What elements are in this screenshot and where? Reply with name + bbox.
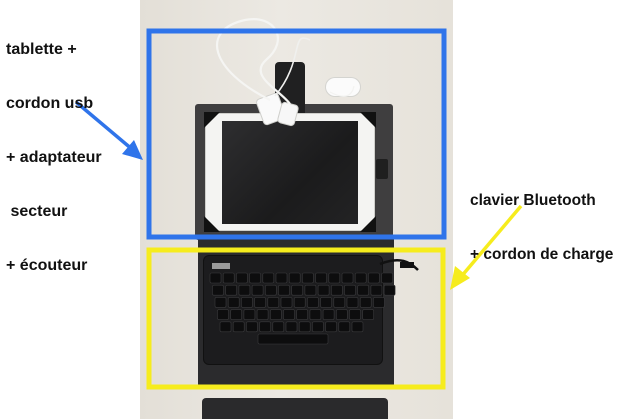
blue-arrow-icon bbox=[74, 100, 143, 160]
keyboard-kit-label-line: + cordon de charge bbox=[470, 246, 614, 263]
keyboard-key bbox=[219, 321, 232, 333]
case-bottom-flap bbox=[202, 398, 388, 419]
tablet-kit-label-line: + adaptateur bbox=[6, 149, 102, 166]
keyboard-key bbox=[362, 309, 374, 320]
case-side-clip bbox=[376, 159, 388, 179]
tablet-screen bbox=[222, 121, 358, 224]
keyboard-key bbox=[336, 309, 348, 320]
keyboard-key bbox=[212, 284, 224, 296]
keyboard-key bbox=[354, 272, 367, 284]
keyboard-key bbox=[270, 309, 282, 320]
keyboard-key bbox=[341, 272, 354, 284]
keyboard-key bbox=[241, 297, 253, 308]
keyboard-key bbox=[381, 272, 393, 284]
keyboard-key bbox=[246, 321, 258, 333]
tablet-kit-highlight-box bbox=[146, 28, 447, 240]
keyboard-key bbox=[230, 309, 242, 320]
keyboard-key bbox=[346, 297, 359, 308]
keyboard-key bbox=[256, 309, 269, 320]
keyboard-kit-label-line: clavier Bluetooth bbox=[470, 192, 596, 209]
keyboard-key bbox=[232, 321, 245, 333]
keyboard-key bbox=[333, 297, 346, 308]
kit-photo bbox=[140, 0, 453, 419]
earphone-cord bbox=[329, 85, 355, 97]
keyboard-key bbox=[320, 297, 332, 308]
keyboard-key bbox=[368, 272, 380, 284]
keyboard-key bbox=[222, 272, 235, 284]
keyboard-key bbox=[267, 297, 280, 308]
keyboard-key bbox=[293, 297, 306, 308]
tablet-kit-label-line: secteur bbox=[6, 203, 68, 220]
tablet-kit-label: tablette + cordon usb + adaptateur secte… bbox=[6, 5, 136, 293]
keyboard-key bbox=[214, 297, 227, 308]
keyboard-key bbox=[217, 309, 229, 320]
keyboard-key bbox=[275, 272, 288, 284]
keyboard-key bbox=[280, 297, 293, 308]
keyboard-key bbox=[249, 272, 261, 284]
tablet-kit-label-line: + écouteur bbox=[6, 257, 88, 274]
keyboard-key bbox=[312, 321, 324, 333]
charging-cable-connector bbox=[400, 262, 414, 268]
cables bbox=[216, 18, 355, 105]
keyboard-key bbox=[302, 272, 314, 284]
keyboard-key bbox=[309, 309, 322, 320]
charging-cable bbox=[379, 259, 419, 271]
keyboard-key bbox=[373, 297, 385, 308]
keyboard-key bbox=[236, 272, 248, 284]
keyboard-key bbox=[288, 272, 301, 284]
keyboard-key bbox=[298, 321, 311, 333]
keyboard-key bbox=[296, 309, 308, 320]
keyboard-key bbox=[351, 321, 364, 333]
keyboard-key bbox=[349, 309, 361, 320]
tablet-kit-label-line: cordon usb bbox=[6, 95, 94, 112]
keyboard-key bbox=[251, 284, 264, 296]
keyboard-key bbox=[325, 321, 337, 333]
keyboard-key bbox=[227, 297, 240, 308]
keyboard-key bbox=[272, 321, 285, 333]
keyboard-key bbox=[262, 272, 275, 284]
keyboard-brand-logo bbox=[212, 263, 230, 269]
keyboard-key bbox=[254, 297, 266, 308]
keyboard-key bbox=[243, 309, 256, 320]
keyboard-key bbox=[317, 284, 330, 296]
keyboard-key bbox=[357, 284, 369, 296]
keyboard-key bbox=[238, 284, 251, 296]
keyboard-key bbox=[291, 284, 303, 296]
keyboard-key bbox=[370, 284, 383, 296]
keyboard-keys bbox=[209, 272, 396, 345]
keyboard-key bbox=[304, 284, 317, 296]
keyboard-kit-highlight-box bbox=[146, 247, 446, 390]
keyboard-key bbox=[338, 321, 351, 333]
keyboard-key bbox=[344, 284, 356, 296]
keyboard-kit-label: clavier Bluetooth + cordon de charge bbox=[470, 156, 628, 282]
keyboard-key bbox=[328, 272, 341, 284]
keyboard-key bbox=[278, 284, 290, 296]
keyboard-key bbox=[315, 272, 327, 284]
keyboard-key bbox=[225, 284, 237, 296]
usb-cable-loop bbox=[274, 37, 311, 97]
usb-cable bbox=[216, 18, 291, 105]
keyboard-key bbox=[209, 272, 222, 284]
keyboard-key bbox=[285, 321, 298, 333]
keyboard-key bbox=[283, 309, 295, 320]
tablet-kit-label-line: tablette + bbox=[6, 41, 77, 58]
keyboard-spacebar bbox=[257, 333, 329, 345]
keyboard-key bbox=[265, 284, 277, 296]
keyboard-key bbox=[359, 297, 372, 308]
yellow-arrow-icon bbox=[450, 204, 523, 290]
keyboard-key bbox=[259, 321, 271, 333]
keyboard-key bbox=[322, 309, 335, 320]
keyboard-key bbox=[331, 284, 343, 296]
keyboard-key bbox=[307, 297, 319, 308]
keyboard-key bbox=[383, 284, 396, 296]
